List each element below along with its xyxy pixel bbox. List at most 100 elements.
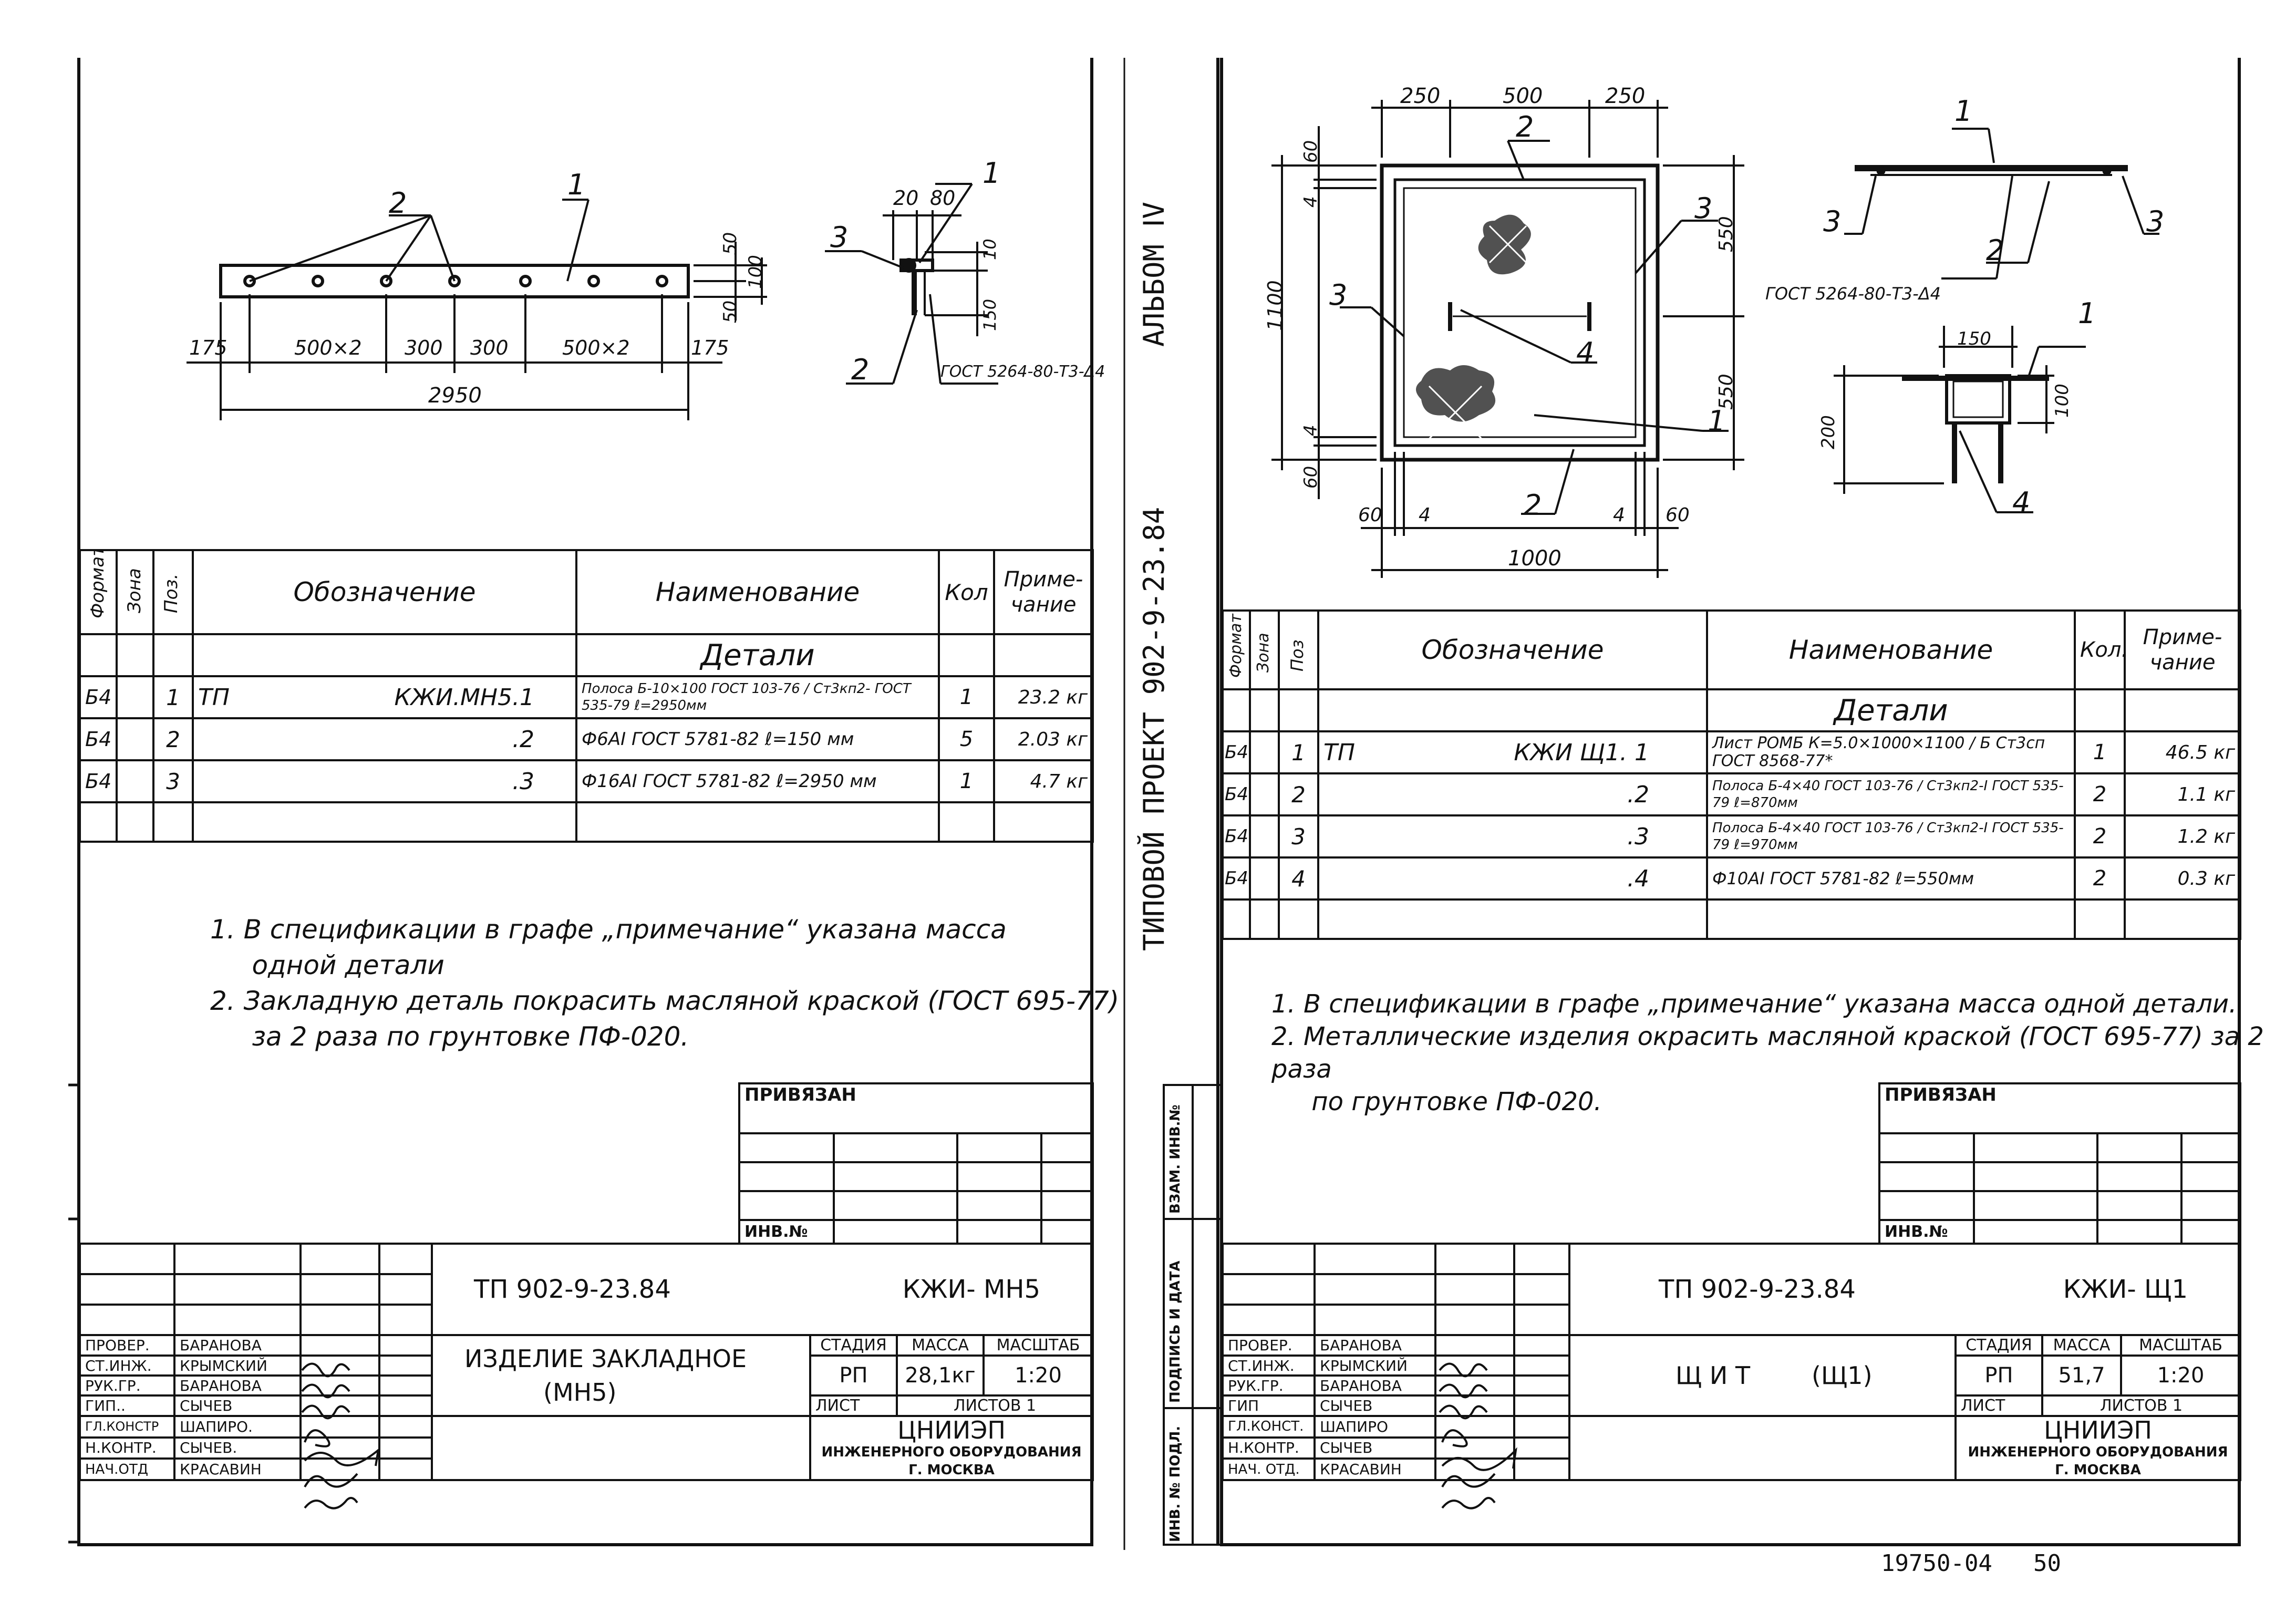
dim-500x2-right: 500×2: [562, 336, 630, 359]
dim-300-b: 300: [470, 336, 509, 359]
left-label-2: 2: [389, 187, 407, 220]
row1-code: КЖИ.МН5.1: [394, 684, 534, 711]
right-role-1: ПРОВЕР.: [1222, 1334, 1316, 1357]
left-org1: ЦНИИЭП: [897, 1416, 1006, 1444]
left-title-block: ТП 902-9-23.84 КЖИ- МН5 ПРОВЕР. БАРАНОВА…: [79, 1243, 1094, 1481]
row2-pos: 2: [152, 717, 194, 761]
right-name-1: БАРАНОВА: [1314, 1334, 1436, 1357]
row2-name: Ф6АⅠ ГОСТ 5781-82 ℓ=150 мм: [575, 717, 940, 761]
dim-300-a: 300: [405, 336, 443, 359]
left-note-2b: за 2 раза по грунтовке ПФ-020.: [210, 1021, 689, 1052]
right-name-3: БАРАНОВА: [1314, 1374, 1436, 1397]
r-label-2-bottom: 2: [1524, 489, 1542, 522]
right-stage: РП: [1954, 1354, 2043, 1397]
table-row: Б4 2 .2 Полоса Б-4×40 ГОСТ 103-76 / Ст3к…: [1222, 772, 2241, 816]
left-role-4: ГИП..: [79, 1394, 175, 1417]
r-dim-1000: 1000: [1508, 546, 1561, 571]
row3-fmt: Б4: [79, 759, 118, 803]
right-name-4: СЫЧЕВ: [1314, 1394, 1436, 1417]
r-hdr-primechanie: Приме- чание: [2124, 609, 2241, 690]
right-role-4: ГИП: [1222, 1394, 1316, 1417]
r-row2-name: Полоса Б-4×40 ГОСТ 103-76 / Ст3кп2-Ⅰ ГОС…: [1706, 772, 2076, 816]
right-note-2b: по грунтовке ПФ-020.: [1271, 1087, 1602, 1116]
r-sec-label-3a: 3: [1823, 205, 1842, 238]
right-scale-h: МАСШТАБ: [2119, 1334, 2242, 1357]
r-row3-fmt: Б4: [1222, 814, 1251, 859]
left-notes: 1. В спецификации в графе „примечание“ у…: [210, 912, 1119, 1054]
left-name-7: КРАСАВИН: [173, 1457, 302, 1481]
r-sec-label-1b: 1: [2078, 297, 2096, 330]
r-row2-code: .2: [1627, 781, 1649, 808]
right-mass: 51,7: [2041, 1354, 2122, 1397]
left-name-6: СЫЧЕВ.: [173, 1436, 302, 1460]
right-note-1: 1. В спецификации в графе „примечание“ у…: [1271, 989, 2237, 1019]
dim-2950: 2950: [428, 384, 482, 408]
hdr-kol: Кол: [938, 549, 995, 635]
right-name-5: ШАПИРО: [1314, 1415, 1436, 1439]
r-row1-name: Лист РОМБ К=5.0×1000×1100 / Б Ст3сп ГОСТ…: [1706, 730, 2076, 774]
r-dim-150: 150: [1957, 328, 1991, 349]
row1-fmt: Б4: [79, 675, 118, 719]
left-label-1: 1: [567, 168, 586, 201]
row1-note: 23.2 кг: [993, 675, 1094, 719]
right-privyazan: ПРИВЯЗАН: [1878, 1082, 2242, 1134]
right-tb-title1: Щ И Т (Щ1): [1568, 1334, 1957, 1417]
r-row1-prefix: ТП: [1323, 739, 1355, 766]
left-scale: 1:20: [982, 1354, 1094, 1397]
r-row4-name: Ф10АⅠ ГОСТ 5781-82 ℓ=550мм: [1706, 856, 2076, 901]
right-sheets: ЛИСТОВ 1: [2041, 1394, 2242, 1417]
r-section-detali: Детали: [1706, 688, 2076, 732]
left-stage: РП: [809, 1354, 898, 1397]
r-dim-4a: 4: [1419, 504, 1431, 526]
left-note-2a: 2. Закладную деталь покрасить масляной к…: [210, 986, 1120, 1016]
r-row2-fmt: Б4: [1222, 772, 1251, 816]
r-hdr-naimenovanie: Наименование: [1706, 609, 2076, 690]
r-row1-qty: 1: [2074, 730, 2126, 774]
r-row3-code: .3: [1627, 823, 1649, 850]
right-name-7: КРАСАВИН: [1314, 1457, 1436, 1481]
row3-pos: 3: [152, 759, 194, 803]
right-role-3: РУК.ГР.: [1222, 1374, 1316, 1397]
row2-qty: 5: [938, 717, 995, 761]
left-mass-h: МАССА: [896, 1334, 985, 1357]
r-sec-label-4: 4: [2012, 486, 2031, 519]
right-tb-doc: ТП 902-9-23.84: [1659, 1275, 1856, 1304]
r-sec-label-3b: 3: [2146, 205, 2165, 238]
left-role-3: РУК.ГР.: [79, 1374, 175, 1397]
r-gost-weld: ГОСТ 5264-80-Т3-Δ4: [1765, 284, 1941, 304]
r-hdr-oboznachenie: Обозначение: [1317, 609, 1708, 690]
r-dim-250a: 250: [1400, 84, 1441, 108]
dim-175-right: 175: [691, 336, 729, 359]
left-tb-title1: ИЗДЕЛИЕ ЗАКЛАДНОЕ: [464, 1345, 747, 1373]
left-label-3: 3: [830, 221, 849, 254]
left-name-2: КРЫМСКИЙ: [173, 1354, 302, 1377]
left-role-6: Н.КОНТР.: [79, 1436, 175, 1460]
r-row2-note: 1.1 кг: [2124, 772, 2241, 816]
r-row4-code: .4: [1627, 865, 1649, 892]
r-hdr-kol: Кол.: [2074, 609, 2126, 690]
row2-note: 2.03 кг: [993, 717, 1094, 761]
footer-page: 50: [2033, 1550, 2061, 1577]
left-stage-h: СТАДИЯ: [809, 1334, 898, 1357]
left-name-1: БАРАНОВА: [173, 1334, 302, 1357]
left-spec-table: Формат Зона Поз. Обозначение Наименовани…: [79, 549, 1094, 843]
r-row2-pos: 2: [1278, 772, 1319, 816]
right-note-2a: 2. Металлические изделия окрасить маслян…: [1271, 1022, 2264, 1084]
row3-note: 4.7 кг: [993, 759, 1094, 803]
left-label-2b: 2: [851, 353, 870, 386]
left-sheet: ЛИСТ: [809, 1394, 898, 1417]
row1-pos: 1: [152, 675, 194, 719]
r-row4-qty: 2: [2074, 856, 2126, 901]
r-row4-note: 0.3 кг: [2124, 856, 2241, 901]
left-org3: Г. МОСКВА: [908, 1462, 995, 1478]
r-row3-name: Полоса Б-4×40 ГОСТ 103-76 / Ст3кп2-Ⅰ ГОС…: [1706, 814, 2076, 859]
right-spec-table: Формат Зона Поз Обозначение Наименование…: [1222, 609, 2241, 940]
r-row4-pos: 4: [1278, 856, 1319, 901]
right-role-2: СТ.ИНЖ.: [1222, 1354, 1316, 1377]
left-tb-title2: (МН5): [543, 1378, 617, 1407]
dim-80: 80: [930, 187, 956, 210]
